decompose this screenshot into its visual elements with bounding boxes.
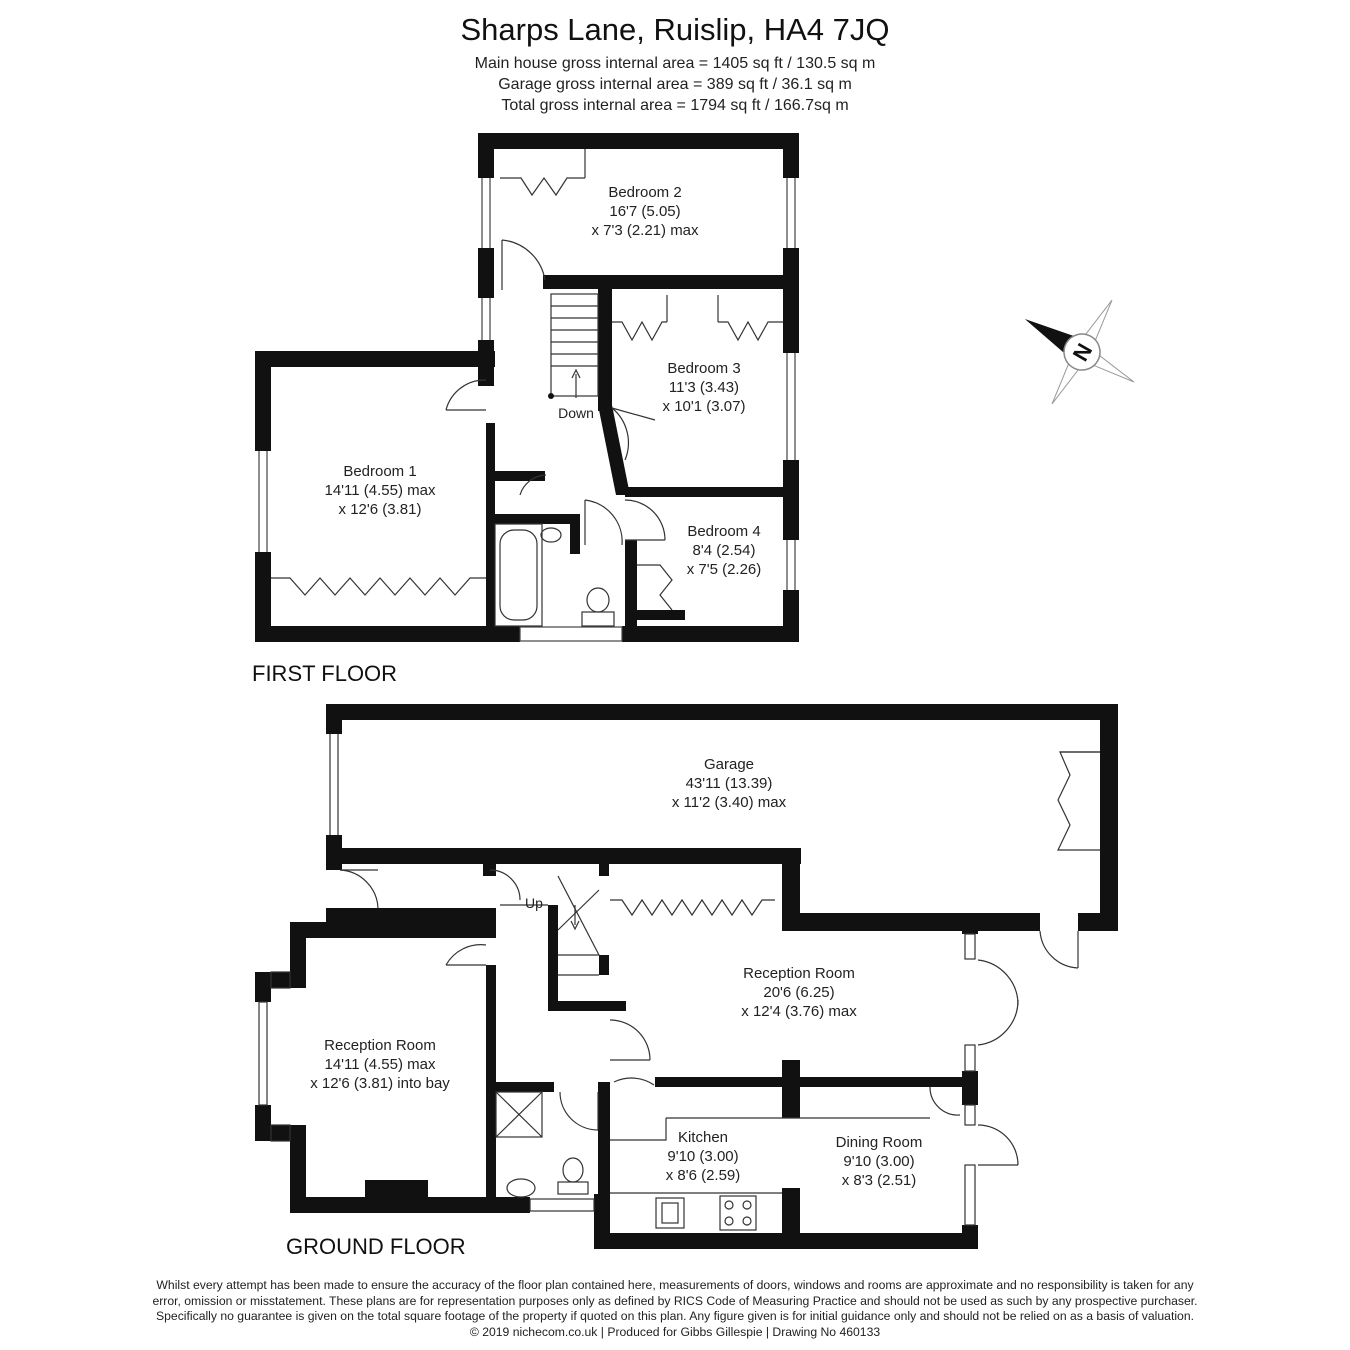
disclaimer: Whilst every attempt has been made to en… — [60, 1278, 1290, 1340]
stairs-down-label: Down — [558, 405, 594, 421]
svg-text:x 10'1 (3.07): x 10'1 (3.07) — [663, 398, 746, 415]
svg-text:16'7 (5.05): 16'7 (5.05) — [609, 203, 680, 220]
svg-text:43'11 (13.39): 43'11 (13.39) — [686, 775, 773, 792]
svg-text:x 7'3 (2.21) max: x 7'3 (2.21) max — [591, 222, 699, 239]
svg-text:Kitchen: Kitchen — [678, 1129, 728, 1146]
disclaimer-line: Whilst every attempt has been made to en… — [156, 1278, 1194, 1292]
svg-text:x 7'5 (2.26): x 7'5 (2.26) — [687, 561, 762, 578]
garage-label: Garage 43'11 (13.39) x 11'2 (3.40) max — [672, 756, 787, 811]
svg-text:Bedroom 2: Bedroom 2 — [608, 184, 681, 201]
ground-floor-plan — [255, 704, 1118, 1249]
svg-text:14'11 (4.55) max: 14'11 (4.55) max — [325, 482, 436, 499]
svg-text:Bedroom 3: Bedroom 3 — [667, 360, 740, 377]
svg-text:Bedroom 1: Bedroom 1 — [343, 463, 416, 480]
bedroom-3-label: Bedroom 3 11'3 (3.43) x 10'1 (3.07) — [663, 360, 746, 415]
copyright-line: © 2019 nichecom.co.uk | Produced for Gib… — [469, 1324, 881, 1339]
bedroom-2-label: Bedroom 2 16'7 (5.05) x 7'3 (2.21) max — [591, 184, 699, 239]
svg-text:x 8'6 (2.59): x 8'6 (2.59) — [666, 1167, 741, 1184]
first-floor-plan — [255, 133, 799, 642]
stairs-up-label: Up — [525, 895, 543, 911]
svg-text:Reception Room: Reception Room — [743, 965, 855, 982]
svg-text:9'10 (3.00): 9'10 (3.00) — [667, 1148, 738, 1165]
svg-text:x 12'6 (3.81) into bay: x 12'6 (3.81) into bay — [310, 1075, 450, 1092]
ground-floor-label: GROUND FLOOR — [286, 1234, 466, 1259]
svg-text:x 8'3 (2.51): x 8'3 (2.51) — [842, 1172, 917, 1189]
disclaimer-line: error, omission or misstatement. These p… — [152, 1293, 1198, 1308]
garage-area: Garage gross internal area = 389 sq ft /… — [498, 76, 852, 93]
north-arrow-icon — [1024, 299, 1135, 405]
reception-room-front-label: Reception Room 14'11 (4.55) max x 12'6 (… — [310, 1037, 450, 1092]
svg-text:x 12'4 (3.76) max: x 12'4 (3.76) max — [741, 1003, 857, 1020]
first-floor-label: FIRST FLOOR — [252, 661, 397, 686]
dining-room-label: Dining Room 9'10 (3.00) x 8'3 (2.51) — [836, 1134, 923, 1189]
svg-text:9'10 (3.00): 9'10 (3.00) — [843, 1153, 914, 1170]
svg-text:14'11 (4.55) max: 14'11 (4.55) max — [325, 1056, 436, 1073]
svg-text:x 11'2 (3.40) max: x 11'2 (3.40) max — [672, 794, 787, 811]
plan-title: Sharps Lane, Ruislip, HA4 7JQ — [460, 12, 890, 47]
total-area: Total gross internal area = 1794 sq ft /… — [501, 97, 849, 114]
svg-text:8'4 (2.54): 8'4 (2.54) — [693, 542, 756, 559]
main-house-area: Main house gross internal area = 1405 sq… — [474, 55, 876, 72]
svg-text:Reception Room: Reception Room — [324, 1037, 436, 1054]
svg-text:20'6 (6.25): 20'6 (6.25) — [763, 984, 834, 1001]
kitchen-label: Kitchen 9'10 (3.00) x 8'6 (2.59) — [666, 1129, 741, 1184]
disclaimer-line: Specifically no guarantee is given on th… — [156, 1309, 1194, 1323]
svg-text:x 12'6 (3.81): x 12'6 (3.81) — [339, 501, 422, 518]
svg-text:Garage: Garage — [704, 756, 754, 773]
reception-room-rear-label: Reception Room 20'6 (6.25) x 12'4 (3.76)… — [741, 965, 857, 1020]
svg-text:Bedroom 4: Bedroom 4 — [687, 523, 760, 540]
svg-text:11'3 (3.43): 11'3 (3.43) — [669, 379, 739, 396]
ground-floor-fixtures — [258, 734, 1100, 1231]
bedroom-1-label: Bedroom 1 14'11 (4.55) max x 12'6 (3.81) — [325, 463, 436, 518]
svg-text:Dining Room: Dining Room — [836, 1134, 923, 1151]
bedroom-4-label: Bedroom 4 8'4 (2.54) x 7'5 (2.26) — [687, 523, 762, 578]
